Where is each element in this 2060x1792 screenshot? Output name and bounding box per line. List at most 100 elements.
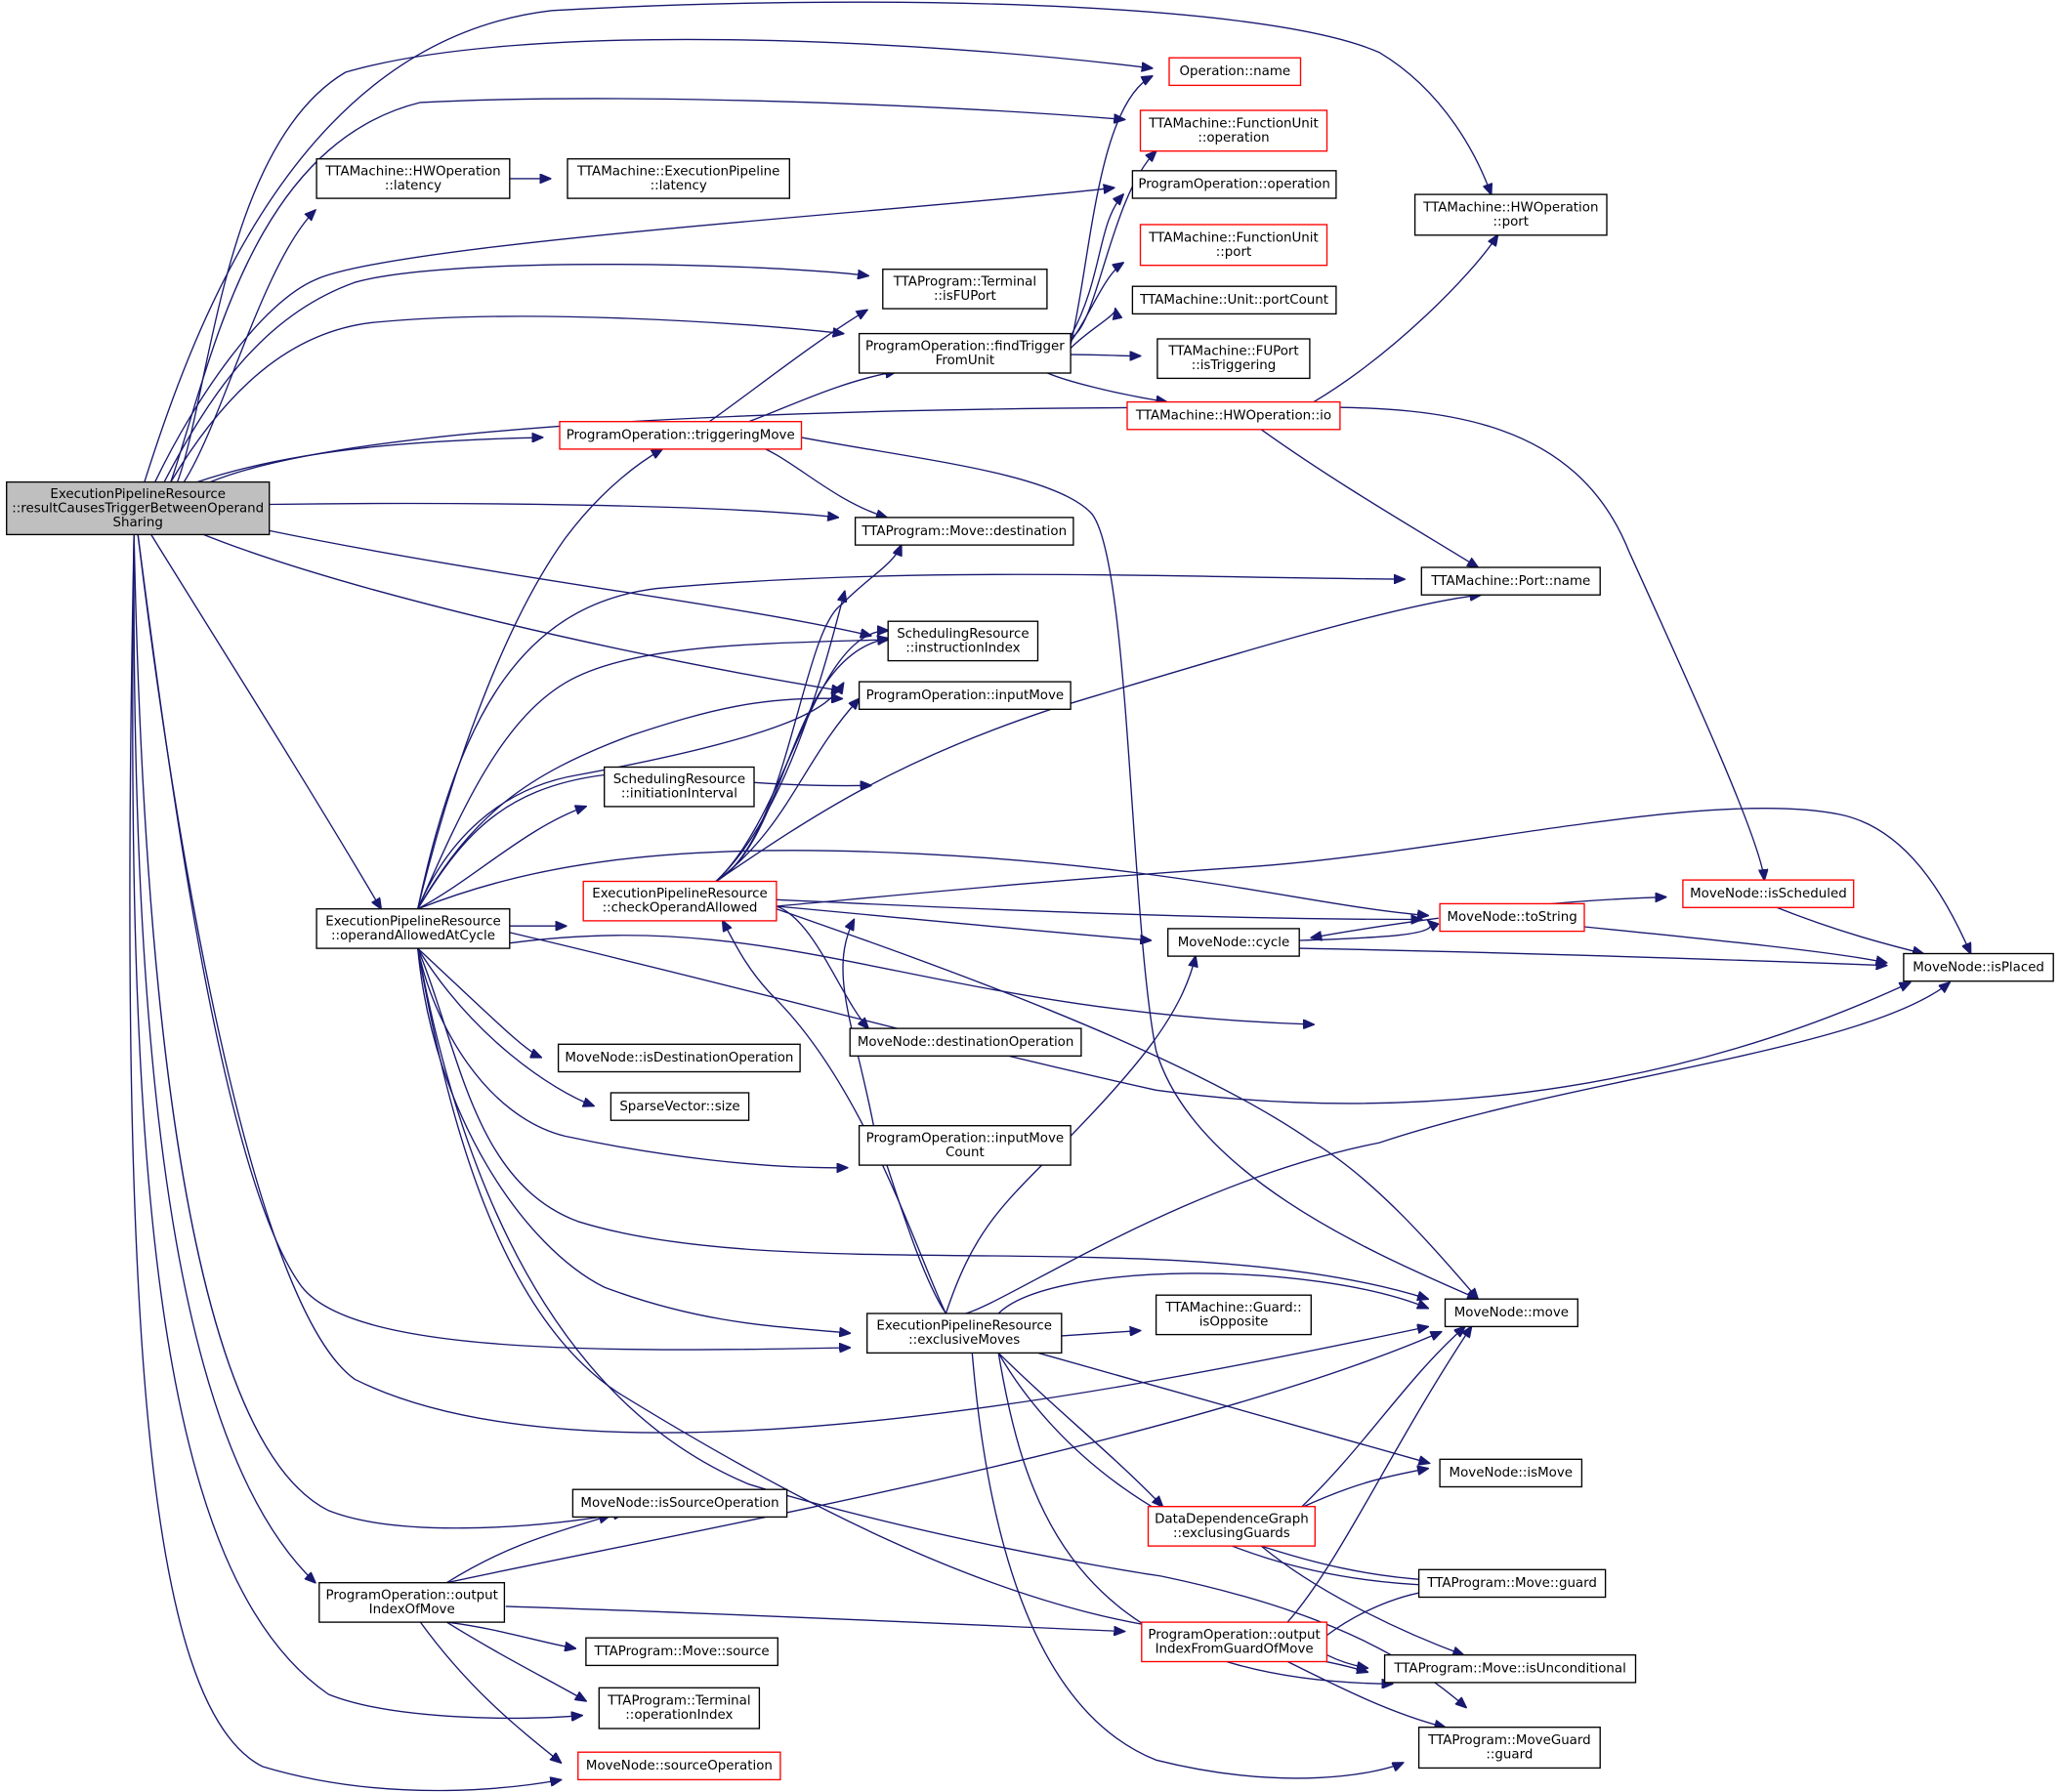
call-edge [708, 310, 866, 423]
call-edge [715, 699, 860, 883]
graph-node-guard_isopp[interactable]: TTAMachine::Guard::isOpposite [1155, 1294, 1312, 1336]
call-edge [1311, 917, 1439, 938]
graph-node-sr_initinterval[interactable]: SchedulingResource::initiationInterval [604, 766, 755, 808]
graph-node-fu_operation[interactable]: TTAMachine::FunctionUnit::operation [1139, 109, 1328, 152]
graph-node-epr_checkop[interactable]: ExecutionPipelineResource::checkOperandA… [582, 880, 778, 922]
call-edge [1299, 921, 1431, 941]
call-edge [723, 921, 947, 1314]
node-label: MoveNode::isDestinationOperation [565, 1051, 793, 1065]
node-label: TTAMachine::HWOperation [1422, 200, 1598, 215]
graph-node-fuport_istrig[interactable]: TTAMachine::FUPort::isTriggering [1156, 338, 1311, 380]
node-label: MoveNode::destinationOperation [858, 1035, 1074, 1050]
call-edge [150, 534, 381, 908]
call-edge [446, 1621, 575, 1648]
node-label: SchedulingResource [613, 772, 745, 787]
call-edge [509, 935, 1314, 1024]
node-label: ::instructionIndex [905, 641, 1020, 655]
graph-node-term_opindex[interactable]: TTAProgram::Terminal::operationIndex [598, 1687, 761, 1729]
node-box [318, 1582, 506, 1623]
node-box [1413, 193, 1608, 236]
node-label: isOpposite [1199, 1314, 1269, 1329]
node-label: DataDependenceGraph [1155, 1512, 1309, 1526]
node-box [887, 620, 1039, 662]
node-label: ::isFUPort [934, 289, 996, 304]
graph-node-po_operation[interactable]: ProgramOperation::operation [1131, 170, 1337, 199]
call-edge [776, 898, 1421, 919]
call-edge [417, 807, 586, 910]
graph-node-op_name[interactable]: Operation::name [1168, 57, 1302, 87]
edges-layer [129, 1, 1971, 1792]
node-box [1439, 1458, 1583, 1488]
call-edge [997, 1352, 1162, 1506]
graph-node-mn_issrcop[interactable]: MoveNode::isSourceOperation [571, 1488, 788, 1519]
node-label: ExecutionPipelineResource [592, 887, 768, 901]
node-box [559, 421, 803, 450]
call-edge [965, 982, 1950, 1314]
graph-node-move_isuncond[interactable]: TTAProgram::Move::isUnconditional [1383, 1654, 1637, 1684]
graph-node-term_isfuport[interactable]: TTAProgram::Terminal::isFUPort [882, 269, 1048, 310]
graph-node-mn_srcop[interactable]: MoveNode::sourceOperation [577, 1751, 781, 1781]
call-edge [1070, 263, 1123, 343]
call-edge [445, 1621, 586, 1701]
graph-node-move_source[interactable]: TTAProgram::Move::source [585, 1637, 778, 1667]
node-box [882, 269, 1048, 310]
graph-node-ep_latency[interactable]: TTAMachine::ExecutionPipeline::latency [567, 158, 790, 199]
node-label: SchedulingResource [897, 627, 1029, 642]
graph-node-sv_size[interactable]: SparseVector::size [610, 1092, 750, 1121]
call-edge [132, 534, 582, 1718]
graph-node-po_outidxguard[interactable]: ProgramOperation::outputIndexFromGuardOf… [1141, 1621, 1328, 1663]
node-box [557, 1043, 801, 1073]
call-edge [417, 850, 1428, 916]
node-box [577, 1751, 781, 1781]
graph-node-mn_isdestop[interactable]: MoveNode::isDestinationOperation [557, 1043, 801, 1073]
graph-node-epr_opallowed[interactable]: ExecutionPipelineResource::operandAllowe… [315, 908, 511, 949]
call-edge [748, 441, 887, 518]
call-edge [715, 591, 845, 882]
graph-node-move_guard[interactable]: TTAProgram::Move::guard [1417, 1568, 1607, 1599]
graph-node-mg_guard[interactable]: TTAProgram::MoveGuard::guard [1417, 1727, 1601, 1770]
call-edge [417, 449, 662, 909]
node-label: ::operationIndex [625, 1708, 733, 1723]
call-edge [419, 1621, 561, 1763]
node-label: ::latency [385, 179, 441, 193]
node-box [1139, 109, 1328, 152]
graph-node-mn_isscheduled[interactable]: MoveNode::isScheduled [1682, 879, 1855, 908]
graph-node-mn_cycle[interactable]: MoveNode::cycle [1167, 928, 1300, 957]
graph-node-mn_destop[interactable]: MoveNode::destinationOperation [849, 1027, 1082, 1057]
call-edge [1061, 1331, 1141, 1337]
graph-node-ddg_exguards[interactable]: DataDependenceGraph::exclusingGuards [1147, 1506, 1316, 1547]
graph-node-mn_ismove[interactable]: MoveNode::isMove [1439, 1458, 1583, 1488]
call-edge [776, 807, 1971, 954]
graph-node-move_dest[interactable]: TTAProgram::Move::destination [854, 517, 1074, 546]
graph-node-hwop_latency[interactable]: TTAMachine::HWOperation::latency [315, 158, 511, 199]
call-edge [776, 905, 1151, 940]
node-label: ProgramOperation::inputMove [866, 1131, 1065, 1146]
call-edge [137, 534, 1428, 1434]
graph-node-po_trigmove[interactable]: ProgramOperation::triggeringMove [559, 421, 803, 450]
graph-node-po_inputmove[interactable]: ProgramOperation::inputMove [858, 681, 1072, 710]
graph-node-mn_move[interactable]: MoveNode::move [1444, 1298, 1578, 1328]
node-label: ProgramOperation::triggeringMove [567, 429, 795, 443]
call-edge [1313, 235, 1497, 403]
graph-node-root[interactable]: ExecutionPipelineResource::resultCausesT… [6, 480, 271, 536]
graph-node-port_name[interactable]: TTAMachine::Port::name [1420, 566, 1601, 596]
graph-node-unit_portcount[interactable]: TTAMachine::Unit::portCount [1131, 285, 1337, 315]
graph-node-hwop_io[interactable]: TTAMachine::HWOperation::io [1126, 400, 1341, 431]
node-label: SparseVector::size [619, 1100, 739, 1114]
node-box [1131, 170, 1337, 199]
graph-node-hwop_port[interactable]: TTAMachine::HWOperation::port [1413, 193, 1608, 236]
node-label: TTAMachine::FunctionUnit [1148, 116, 1319, 131]
graph-node-mn_tostring[interactable]: MoveNode::toString [1439, 902, 1585, 933]
call-edge [133, 534, 315, 1582]
graph-node-epr_exclusive[interactable]: ExecutionPipelineResource::exclusiveMove… [866, 1313, 1063, 1354]
node-label: TTAMachine::HWOperation [324, 164, 500, 179]
graph-node-mn_isplaced[interactable]: MoveNode::isPlaced [1903, 952, 2054, 982]
graph-node-fu_port[interactable]: TTAMachine::FunctionUnit::port [1139, 224, 1328, 267]
graph-node-sr_instrindex[interactable]: SchedulingResource::instructionIndex [887, 620, 1039, 662]
node-label: TTAMachine::Guard:: [1164, 1301, 1301, 1315]
call-edge [505, 1605, 1125, 1632]
